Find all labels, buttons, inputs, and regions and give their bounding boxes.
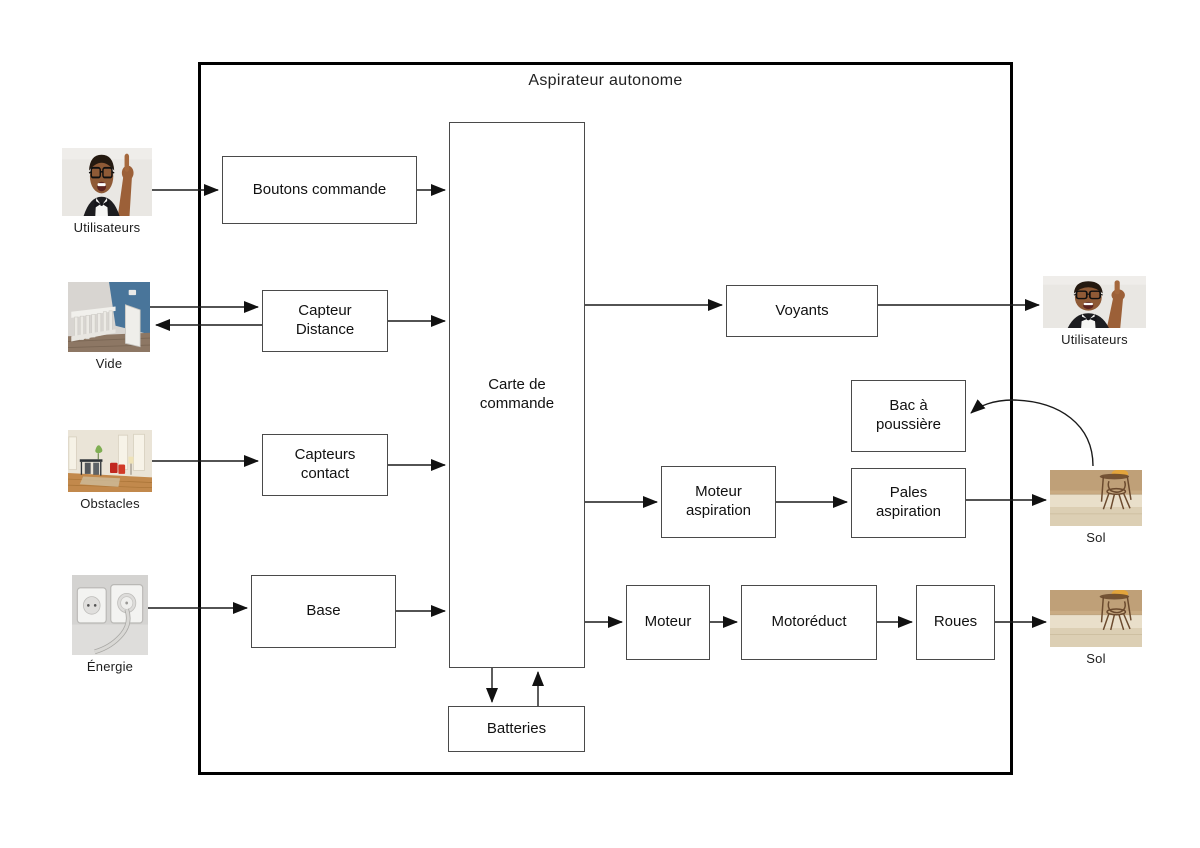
external-obstacles: Obstacles xyxy=(68,430,152,511)
external-vide: Vide xyxy=(68,282,150,371)
block-capteurs-contact: Capteurs contact xyxy=(262,434,388,496)
arrow-sol-to-bac-poussiere xyxy=(970,399,1094,467)
floor-photo-icon xyxy=(1050,470,1142,526)
block-moteur: Moteur xyxy=(626,585,710,660)
external-label: Obstacles xyxy=(80,496,140,511)
external-label: Utilisateurs xyxy=(1061,332,1128,347)
utilisateurs-photo-icon xyxy=(1043,276,1146,328)
block-moteur-aspiration: Moteur aspiration xyxy=(661,466,776,538)
floor-photo-icon xyxy=(1050,590,1142,647)
external-label: Utilisateurs xyxy=(73,220,141,235)
external-label: Vide xyxy=(95,356,123,371)
block-carte-de-commande: Carte de commande xyxy=(449,122,585,668)
power-socket-photo-icon xyxy=(72,575,148,655)
block-base: Base xyxy=(251,575,396,648)
room-photo-icon xyxy=(68,430,152,492)
system-boundary-frame xyxy=(198,62,1013,775)
external-label: Sol xyxy=(1086,530,1106,545)
external-energie: Énergie xyxy=(72,575,148,674)
block-batteries: Batteries xyxy=(448,706,585,752)
block-pales-aspiration: Pales aspiration xyxy=(851,468,966,538)
stairs-photo-icon xyxy=(68,282,150,352)
external-label: Énergie xyxy=(86,659,134,674)
block-bac-a-poussiere: Bac à poussière xyxy=(851,380,966,452)
external-label: Sol xyxy=(1086,651,1106,666)
external-sol-roues: Sol xyxy=(1050,590,1142,666)
block-voyants: Voyants xyxy=(726,285,878,337)
block-motoreduct: Motoréduct xyxy=(741,585,877,660)
external-sol-aspiration: Sol xyxy=(1050,470,1142,545)
diagram-title: Aspirateur autonome xyxy=(528,72,683,89)
utilisateurs-photo-icon xyxy=(62,148,152,216)
external-utilisateurs-left: Utilisateurs xyxy=(62,148,152,235)
block-roues: Roues xyxy=(916,585,995,660)
external-utilisateurs-right: Utilisateurs xyxy=(1043,276,1146,347)
block-capteur-distance: Capteur Distance xyxy=(262,290,388,352)
block-boutons-commande: Boutons commande xyxy=(222,156,417,224)
